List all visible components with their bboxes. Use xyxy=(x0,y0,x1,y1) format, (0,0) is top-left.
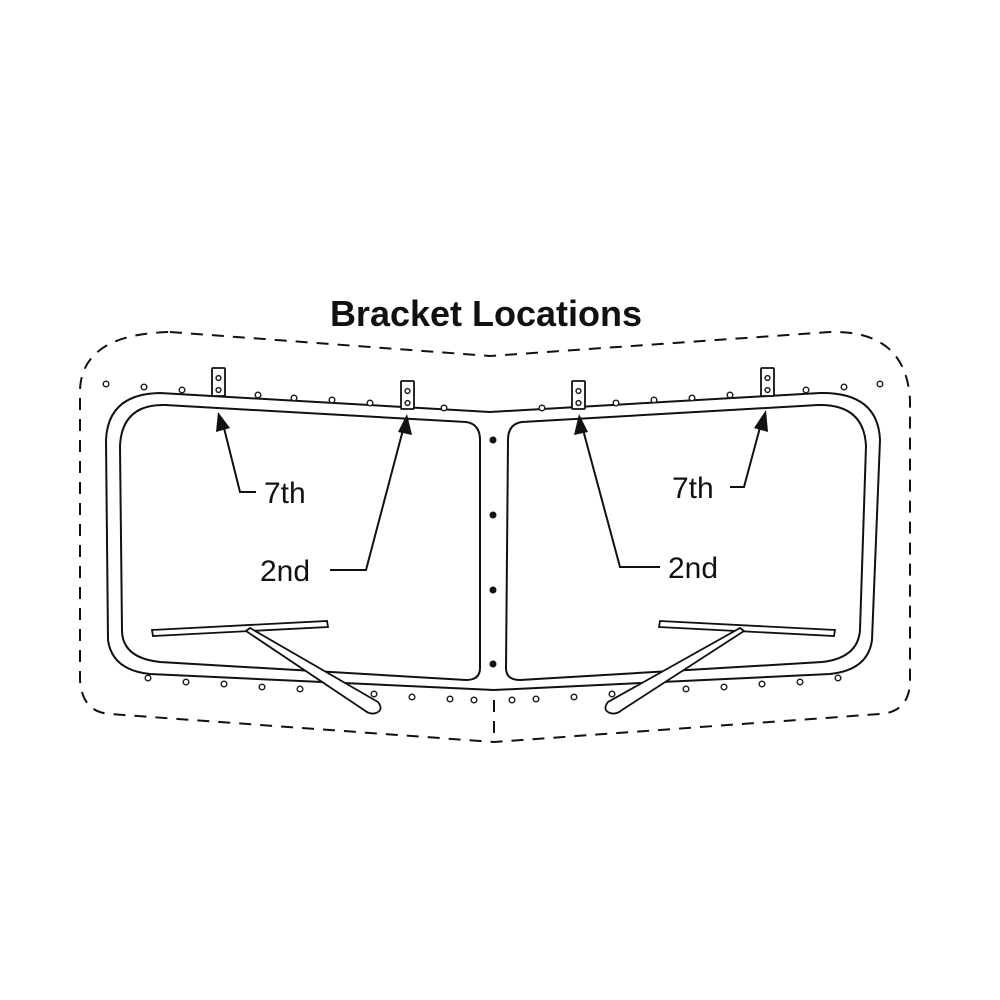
frame-outer xyxy=(104,391,882,692)
callout-right-2nd: 2nd xyxy=(668,552,718,585)
callout-left-2nd: 2nd xyxy=(260,555,310,588)
right-pane xyxy=(504,403,868,682)
bracket-left-7th xyxy=(211,367,226,397)
callout-right-7th: 7th xyxy=(672,472,714,505)
leader-right-2nd xyxy=(574,414,660,568)
bracket-left-2nd xyxy=(400,380,415,410)
leader-right-7th xyxy=(730,410,768,488)
left-pane xyxy=(118,403,481,682)
center-post-dots xyxy=(489,436,497,668)
leader-left-7th xyxy=(216,412,256,493)
right-wiper xyxy=(604,620,837,715)
left-wiper xyxy=(150,620,382,715)
diagram-title: Bracket Locations xyxy=(329,293,643,334)
bracket-right-7th xyxy=(760,367,775,397)
cover-outline xyxy=(79,330,911,744)
bottom-rivets xyxy=(144,674,842,704)
top-rivets xyxy=(102,380,884,412)
callout-left-7th: 7th xyxy=(264,477,306,510)
bracket-right-2nd xyxy=(571,380,586,410)
leader-left-2nd xyxy=(330,414,412,571)
